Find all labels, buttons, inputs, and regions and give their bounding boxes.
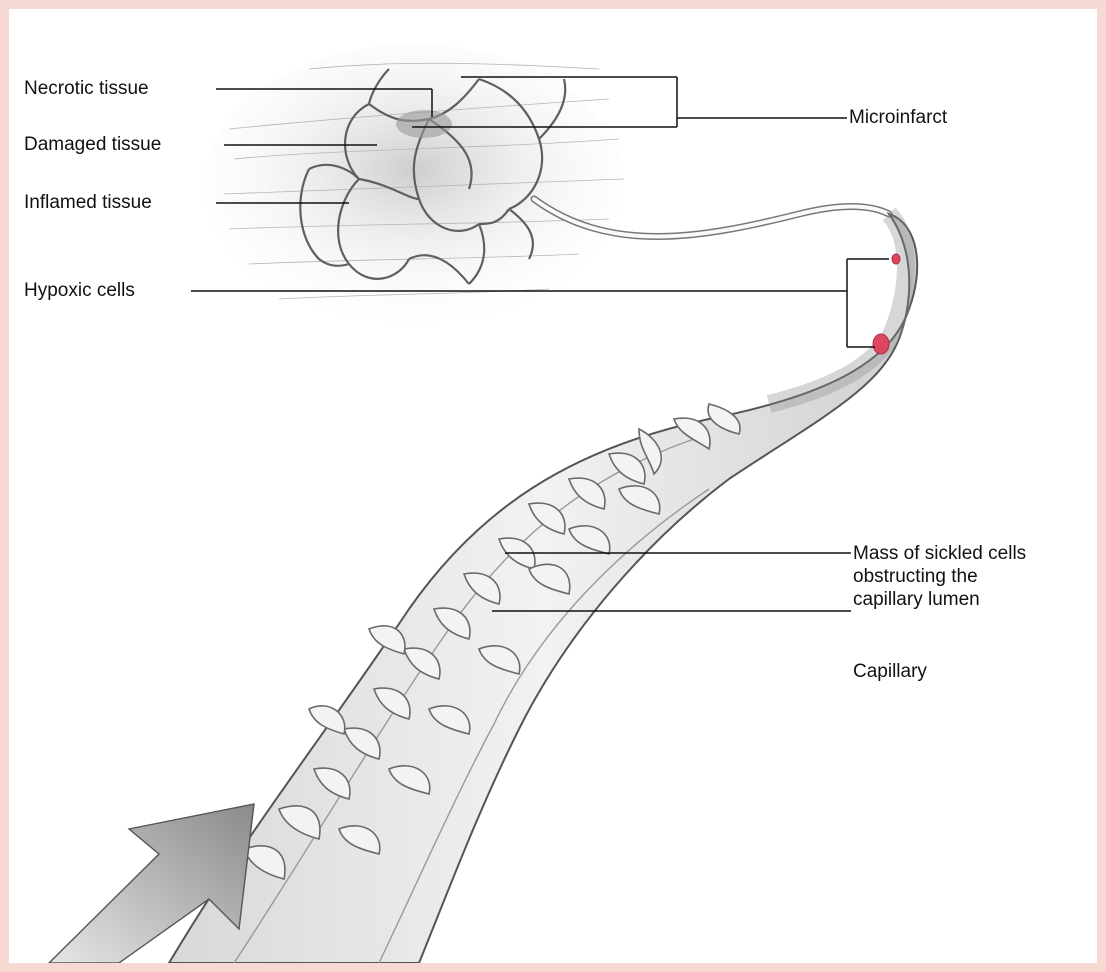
label-mass-line-1: Mass of sickled cells bbox=[853, 543, 1026, 565]
label-mass-line-2: obstructing the bbox=[853, 566, 978, 588]
label-inflamed-tissue: Inflamed tissue bbox=[24, 192, 152, 214]
label-hypoxic-cells: Hypoxic cells bbox=[24, 280, 135, 302]
label-necrotic-tissue: Necrotic tissue bbox=[24, 78, 149, 100]
figure-panel: Necrotic tissue Damaged tissue Inflamed … bbox=[9, 9, 1097, 963]
label-mass-line-3: capillary lumen bbox=[853, 589, 980, 611]
illustration bbox=[9, 9, 1097, 963]
label-capillary: Capillary bbox=[853, 661, 927, 683]
tissue-network bbox=[204, 44, 889, 324]
label-damaged-tissue: Damaged tissue bbox=[24, 134, 161, 156]
capillary-vessel bbox=[169, 214, 917, 963]
label-microinfarct: Microinfarct bbox=[849, 107, 947, 129]
